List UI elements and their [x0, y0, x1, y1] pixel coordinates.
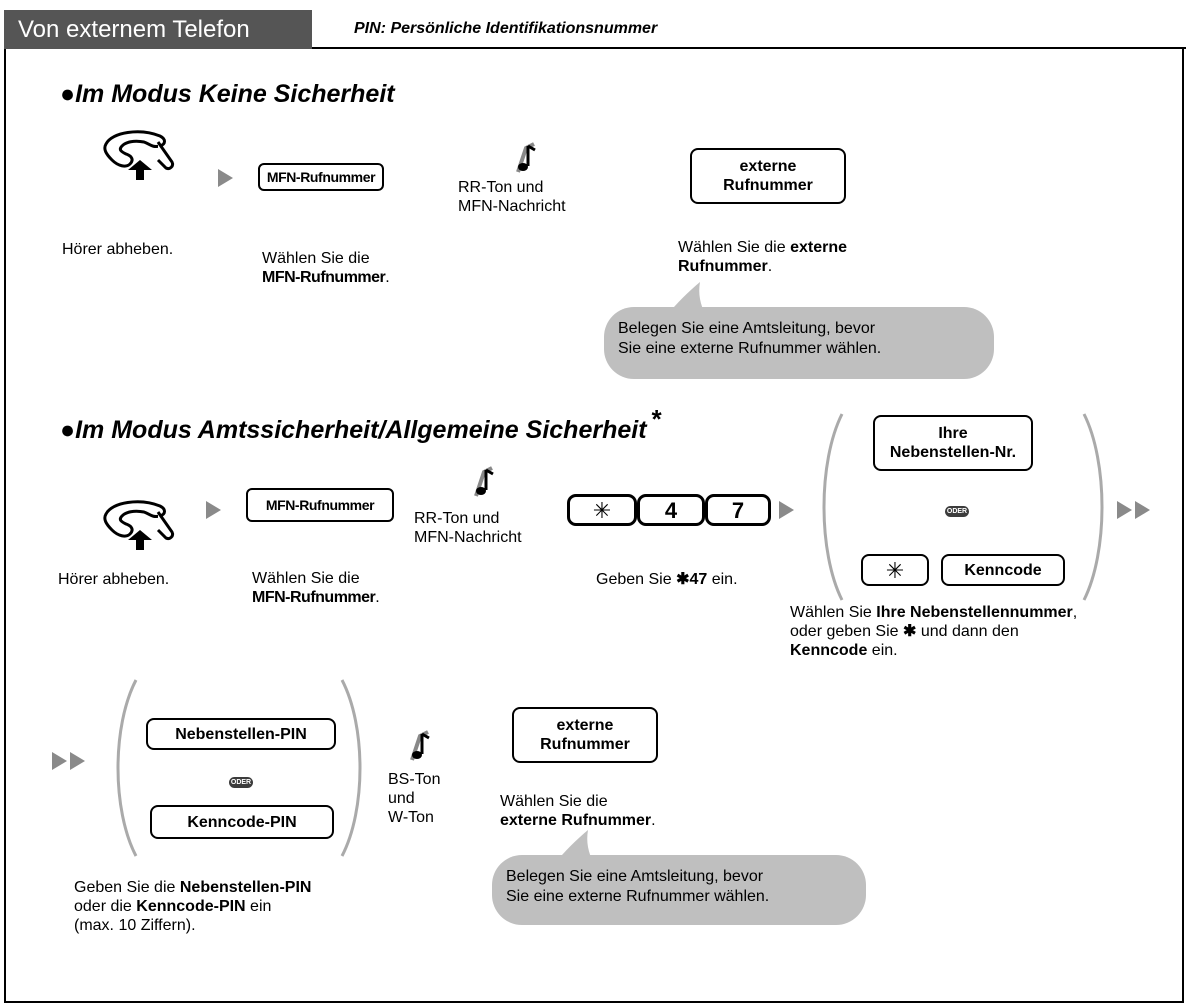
page-frame — [4, 48, 1184, 1003]
extension-pin-box: Nebenstellen-PIN — [146, 718, 336, 750]
tone-note-icon — [474, 466, 494, 497]
or-badge: ODER — [229, 777, 253, 788]
left-parenthesis — [116, 679, 138, 857]
mode2-mfn-caption: Wählen Sie die MFN-Rufnummer. — [252, 570, 380, 606]
digit-4-key: 4 — [637, 494, 705, 526]
right-parenthesis — [1082, 413, 1104, 601]
star-key: ✳ — [567, 494, 637, 526]
mode2-handset-caption: Hörer abheben. — [58, 571, 170, 588]
or-badge: ODER — [945, 506, 969, 517]
keys-caption: Geben Sie ✱47 ein. — [596, 571, 738, 588]
kenncode-box: Kenncode — [941, 554, 1065, 586]
left-parenthesis — [822, 413, 844, 601]
pin-note: PIN: Persönliche Identifikationsnummer — [354, 20, 658, 37]
flow-arrow — [218, 169, 233, 187]
flow-arrow — [206, 501, 221, 519]
choice-caption: Wählen Sie Ihre Nebenstellennummer, oder… — [790, 604, 1078, 659]
mfn-number-box: MFN-Rufnummer — [258, 163, 384, 191]
mode1-external-caption: Wählen Sie die externe Rufnummer. — [678, 239, 847, 275]
mode2-title: ●Im Modus Amtssicherheit/Allgemeine Sich… — [60, 404, 661, 444]
header-rule — [312, 47, 1186, 49]
star-key: ✳ — [861, 554, 929, 586]
pin-caption: Geben Sie die Nebenstellen-PIN oder die … — [74, 879, 312, 934]
tone-note-icon — [516, 142, 536, 173]
tone-note-icon — [410, 730, 430, 761]
flow-arrow — [1117, 501, 1132, 519]
right-parenthesis — [340, 679, 362, 857]
flow-arrow — [1135, 501, 1150, 519]
flow-arrow — [779, 501, 794, 519]
mode1-title: ●Im Modus Keine Sicherheit — [60, 80, 395, 108]
digit-7-key: 7 — [705, 494, 771, 526]
handset-icon — [103, 130, 174, 180]
kenncode-pin-box: Kenncode-PIN — [150, 805, 334, 839]
flow-arrow — [52, 752, 67, 770]
handset-icon — [103, 500, 174, 550]
section-tab: Von externem Telefon — [4, 10, 312, 49]
mfn-number-box: MFN-Rufnummer — [246, 488, 394, 522]
step3-external-caption: Wählen Sie die externe Rufnummer. — [500, 793, 656, 829]
flow-arrow — [70, 752, 85, 770]
mode1-mfn-caption: Wählen Sie die MFN-Rufnummer. — [262, 250, 390, 286]
mode1-handset-caption: Hörer abheben. — [62, 241, 174, 258]
